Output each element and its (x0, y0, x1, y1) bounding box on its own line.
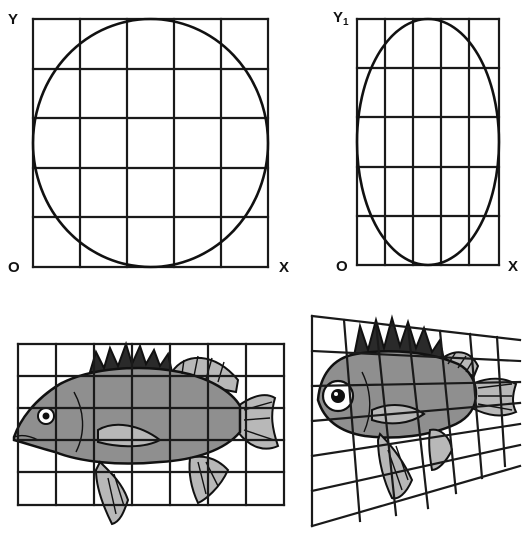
y1-axis-label: Y1 (333, 9, 349, 28)
y1-subscript: 1 (343, 17, 349, 28)
fish-rect-grid (16, 342, 286, 507)
fish-perspective-grid (310, 314, 522, 528)
ellipse-shape (355, 17, 501, 267)
circle-shape (31, 17, 270, 269)
fish-rect-panel (12, 340, 286, 526)
ellipse-panel: Y1 O X (333, 9, 518, 275)
fish-perspective-panel (310, 314, 522, 528)
x-axis-label: X (279, 259, 289, 276)
fish-drawing (12, 340, 280, 526)
circle-panel: Y O X (8, 11, 289, 276)
origin-label-2: O (336, 258, 348, 275)
x-axis-label-2: X (508, 258, 518, 275)
origin-label: O (8, 259, 20, 276)
y-axis-label: Y (8, 11, 18, 28)
